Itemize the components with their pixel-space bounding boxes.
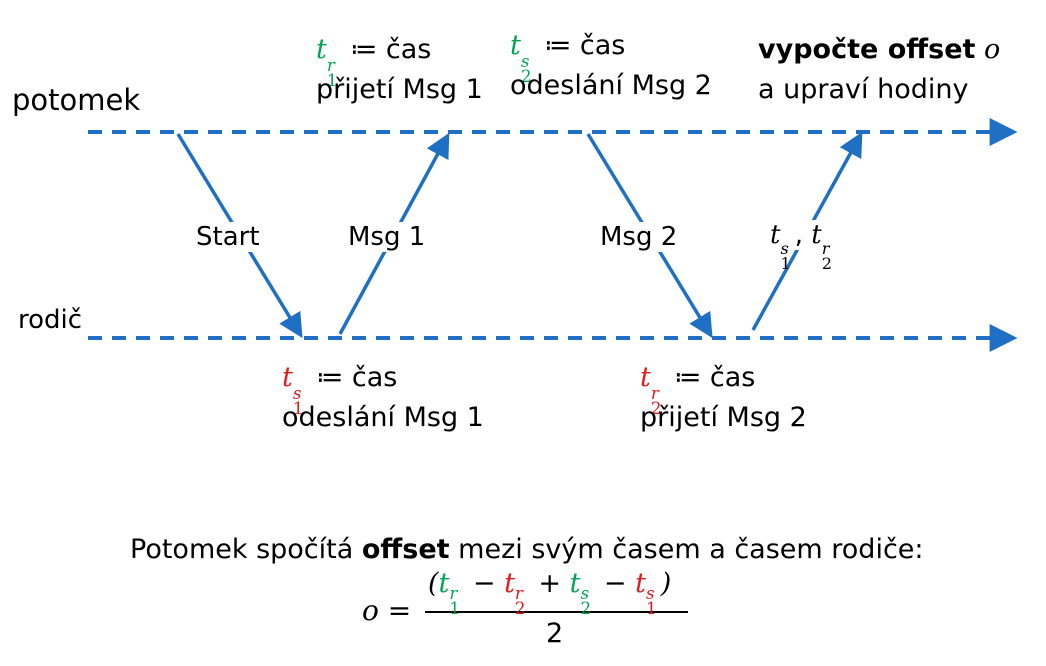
msg1-label: Msg 1: [344, 222, 430, 252]
t1r-desc: přijetí Msg 1: [316, 74, 483, 105]
formula-denominator: 2: [546, 618, 564, 649]
child-label: potomek: [12, 83, 141, 117]
t2s-desc: odeslání Msg 2: [510, 70, 712, 101]
t1s-desc: odeslání Msg 1: [282, 402, 484, 433]
start-label: Start: [192, 222, 264, 252]
summary-sentence: Potomek spočítá offset mezi svým časem a…: [130, 534, 924, 565]
msg2-label: Msg 2: [596, 222, 682, 252]
formula-lhs: o =: [362, 594, 412, 627]
parent-label: rodič: [18, 305, 83, 335]
compute-title: vypočte offset o: [758, 34, 1001, 65]
compute-desc: a upraví hodiny: [758, 74, 969, 105]
t2r-desc: přijetí Msg 2: [640, 402, 807, 433]
